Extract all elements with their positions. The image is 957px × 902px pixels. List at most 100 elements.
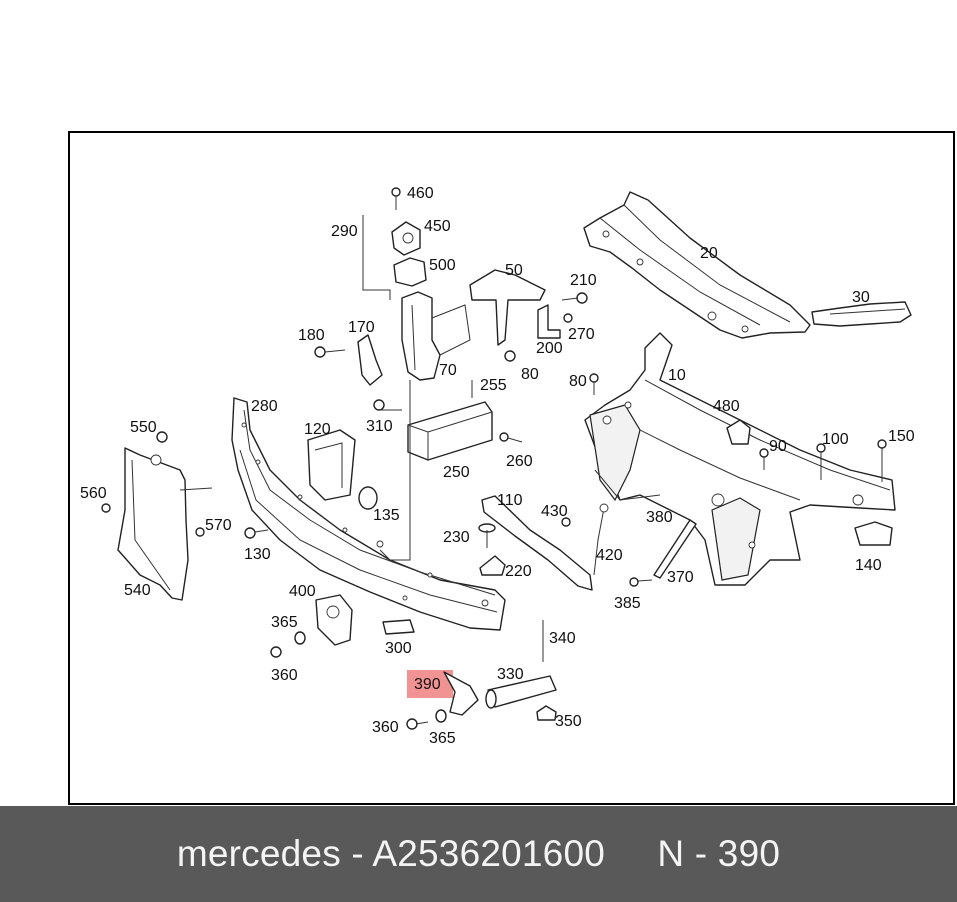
label-380: 380: [646, 509, 673, 526]
part-370[interactable]: [653, 519, 697, 579]
label-560: 560: [80, 485, 107, 502]
label-420: 420: [596, 547, 623, 564]
label-50: 50: [505, 262, 523, 279]
label-365b: 365: [429, 730, 456, 747]
part-200[interactable]: [537, 304, 561, 339]
bolt-385[interactable]: [629, 577, 653, 587]
part-70[interactable]: [401, 291, 471, 381]
part-400[interactable]: [315, 594, 353, 646]
label-230: 230: [443, 529, 470, 546]
label-360b: 360: [372, 719, 399, 736]
part-120[interactable]: [307, 429, 356, 501]
washer-365b[interactable]: [435, 709, 447, 723]
label-100: 100: [822, 431, 849, 448]
bolt-210[interactable]: [561, 292, 588, 304]
bolt-360b[interactable]: [406, 718, 429, 730]
bolt-80b[interactable]: [589, 373, 599, 395]
part-390[interactable]: [443, 671, 479, 716]
label-150: 150: [888, 428, 915, 445]
label-385: 385: [614, 595, 641, 612]
bolt-460[interactable]: [391, 187, 401, 210]
label-365a: 365: [271, 614, 298, 631]
label-135: 135: [373, 507, 400, 524]
label-540: 540: [124, 582, 151, 599]
label-110: 110: [497, 492, 523, 509]
part-280[interactable]: [231, 397, 506, 631]
bolt-360a[interactable]: [270, 646, 282, 658]
label-255: 255: [480, 377, 507, 394]
leader-lines: [362, 265, 661, 561]
label-80a: 80: [521, 366, 539, 383]
part-480[interactable]: [726, 419, 751, 445]
part-250[interactable]: [407, 401, 493, 461]
label-250: 250: [443, 464, 470, 481]
bolt-180[interactable]: [314, 346, 346, 358]
footer-bar: mercedes - A2536201600 N - 390: [0, 806, 957, 902]
label-20: 20: [700, 245, 718, 262]
washer-365a[interactable]: [294, 631, 306, 645]
label-480: 480: [713, 398, 740, 415]
nut-570[interactable]: [195, 527, 205, 537]
bolt-100[interactable]: [816, 443, 826, 480]
label-390: 390: [414, 676, 441, 693]
label-220: 220: [505, 563, 532, 580]
label-280: 280: [251, 398, 278, 415]
label-350: 350: [555, 713, 582, 730]
bolt-80a[interactable]: [504, 350, 516, 362]
bolt-260[interactable]: [499, 432, 523, 443]
part-30[interactable]: [811, 301, 912, 327]
part-450[interactable]: [391, 221, 421, 256]
label-360a: 360: [271, 667, 298, 684]
label-210: 210: [570, 272, 597, 289]
label-500: 500: [429, 257, 456, 274]
label-10: 10: [668, 367, 686, 384]
part-10[interactable]: [584, 332, 896, 586]
bolt-150[interactable]: [877, 439, 887, 482]
bolt-90[interactable]: [759, 448, 769, 470]
part-140[interactable]: [854, 521, 893, 546]
nut-560[interactable]: [101, 503, 111, 513]
label-370: 370: [667, 569, 694, 586]
label-340: 340: [549, 630, 576, 647]
label-90: 90: [769, 438, 787, 455]
label-460: 460: [407, 185, 434, 202]
part-170[interactable]: [357, 334, 383, 386]
part-number-caption: mercedes - A2536201600 N - 390: [176, 833, 781, 874]
bolt-310[interactable]: [373, 399, 385, 411]
label-80b: 80: [569, 373, 587, 390]
part-300[interactable]: [382, 619, 415, 635]
part-540[interactable]: [117, 447, 213, 601]
label-30: 30: [852, 289, 870, 306]
label-270: 270: [568, 326, 595, 343]
callout-labels: 460 450 290 500 50 210 20 30 180 170 270…: [80, 185, 915, 747]
part-110[interactable]: [481, 495, 593, 591]
bolt-430[interactable]: [561, 517, 571, 527]
label-330: 330: [497, 666, 524, 683]
part-220[interactable]: [479, 555, 506, 576]
part-330[interactable]: [485, 675, 557, 709]
label-140: 140: [855, 557, 882, 574]
label-290: 290: [331, 223, 358, 240]
part-135[interactable]: [358, 486, 378, 510]
label-400: 400: [289, 583, 316, 600]
nut-270[interactable]: [563, 313, 573, 323]
part-500[interactable]: [393, 257, 427, 287]
part-230[interactable]: [478, 523, 496, 548]
label-570: 570: [205, 517, 232, 534]
label-430: 430: [541, 503, 568, 520]
part-50[interactable]: [469, 269, 546, 346]
part-20[interactable]: [583, 191, 811, 339]
nut-550[interactable]: [156, 431, 168, 443]
label-450: 450: [424, 218, 451, 235]
label-130: 130: [244, 546, 271, 563]
label-180: 180: [298, 327, 325, 344]
label-260: 260: [506, 453, 533, 470]
label-550: 550: [130, 419, 157, 436]
label-170: 170: [348, 319, 375, 336]
part-350[interactable]: [536, 705, 557, 721]
label-310: 310: [366, 418, 393, 435]
label-120: 120: [304, 421, 331, 438]
bolt-130[interactable]: [244, 527, 269, 539]
part-420[interactable]: [593, 503, 609, 576]
label-200: 200: [536, 340, 563, 357]
